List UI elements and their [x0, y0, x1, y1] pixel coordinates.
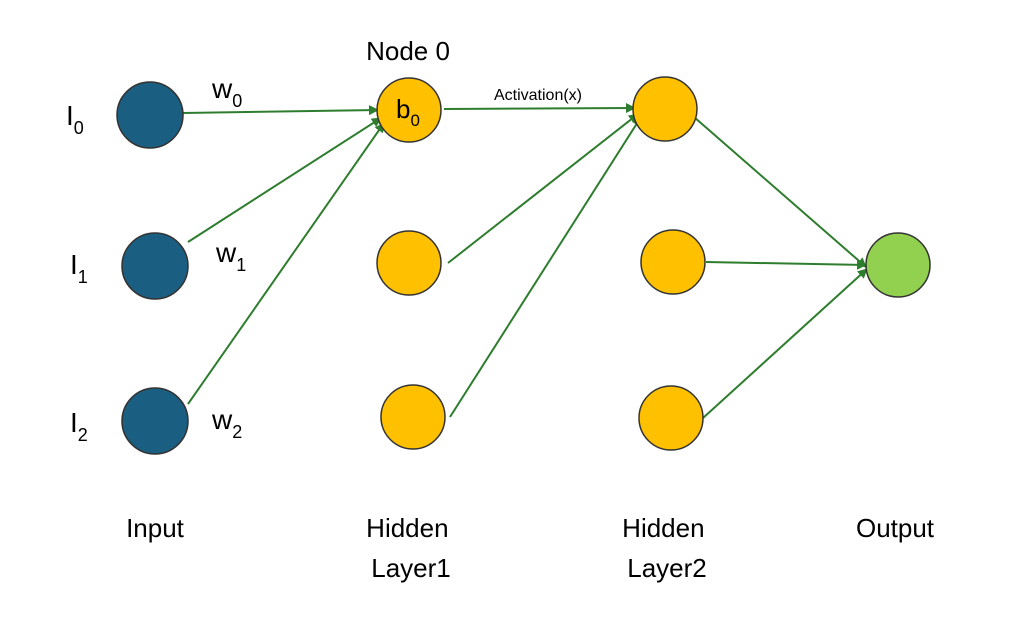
node0-title: Node 0 — [366, 36, 450, 66]
activation-label: Activation(x) — [494, 87, 582, 104]
edge-i1-h1n0 — [187, 117, 382, 243]
edge-h1n1-h2n0 — [447, 113, 639, 264]
layer-label-hidden1: Hidden Layer1 — [366, 513, 456, 583]
bias-label: b0 — [396, 94, 420, 130]
weight-label-0: w0 — [211, 73, 242, 111]
edge-h2n0-out — [693, 116, 867, 268]
weight-label-2: w2 — [211, 404, 242, 442]
hidden2-node-2 — [638, 385, 704, 451]
input-node-1 — [121, 232, 189, 300]
hidden1-node-1 — [376, 230, 442, 296]
edge-h1n2-h2n0 — [449, 116, 642, 418]
hidden2-node-0 — [632, 76, 698, 142]
input-label-2: I2 — [70, 407, 88, 445]
edge-h1n0-h2n0 — [443, 103, 636, 114]
output-node — [865, 232, 931, 298]
edge-i2-h1n0 — [187, 122, 385, 405]
edges — [182, 103, 868, 419]
hidden1-node-2 — [380, 384, 446, 450]
layer-label-input: Input — [126, 513, 185, 543]
input-label-1: I1 — [70, 249, 88, 287]
layer-label-output: Output — [856, 513, 935, 543]
input-node-2 — [121, 387, 189, 455]
edge-h2n1-out — [705, 259, 867, 270]
hidden1-node-0 — [376, 77, 442, 143]
input-node-0 — [116, 81, 184, 149]
layer-label-hidden2: Hidden Layer2 — [622, 513, 712, 583]
input-label-0: I0 — [66, 100, 84, 138]
nodes — [116, 76, 931, 455]
weight-label-1: w1 — [215, 237, 246, 275]
edge-h2n2-out — [702, 268, 868, 419]
edge-i0-h1n0 — [182, 105, 379, 116]
hidden2-node-1 — [640, 229, 706, 295]
